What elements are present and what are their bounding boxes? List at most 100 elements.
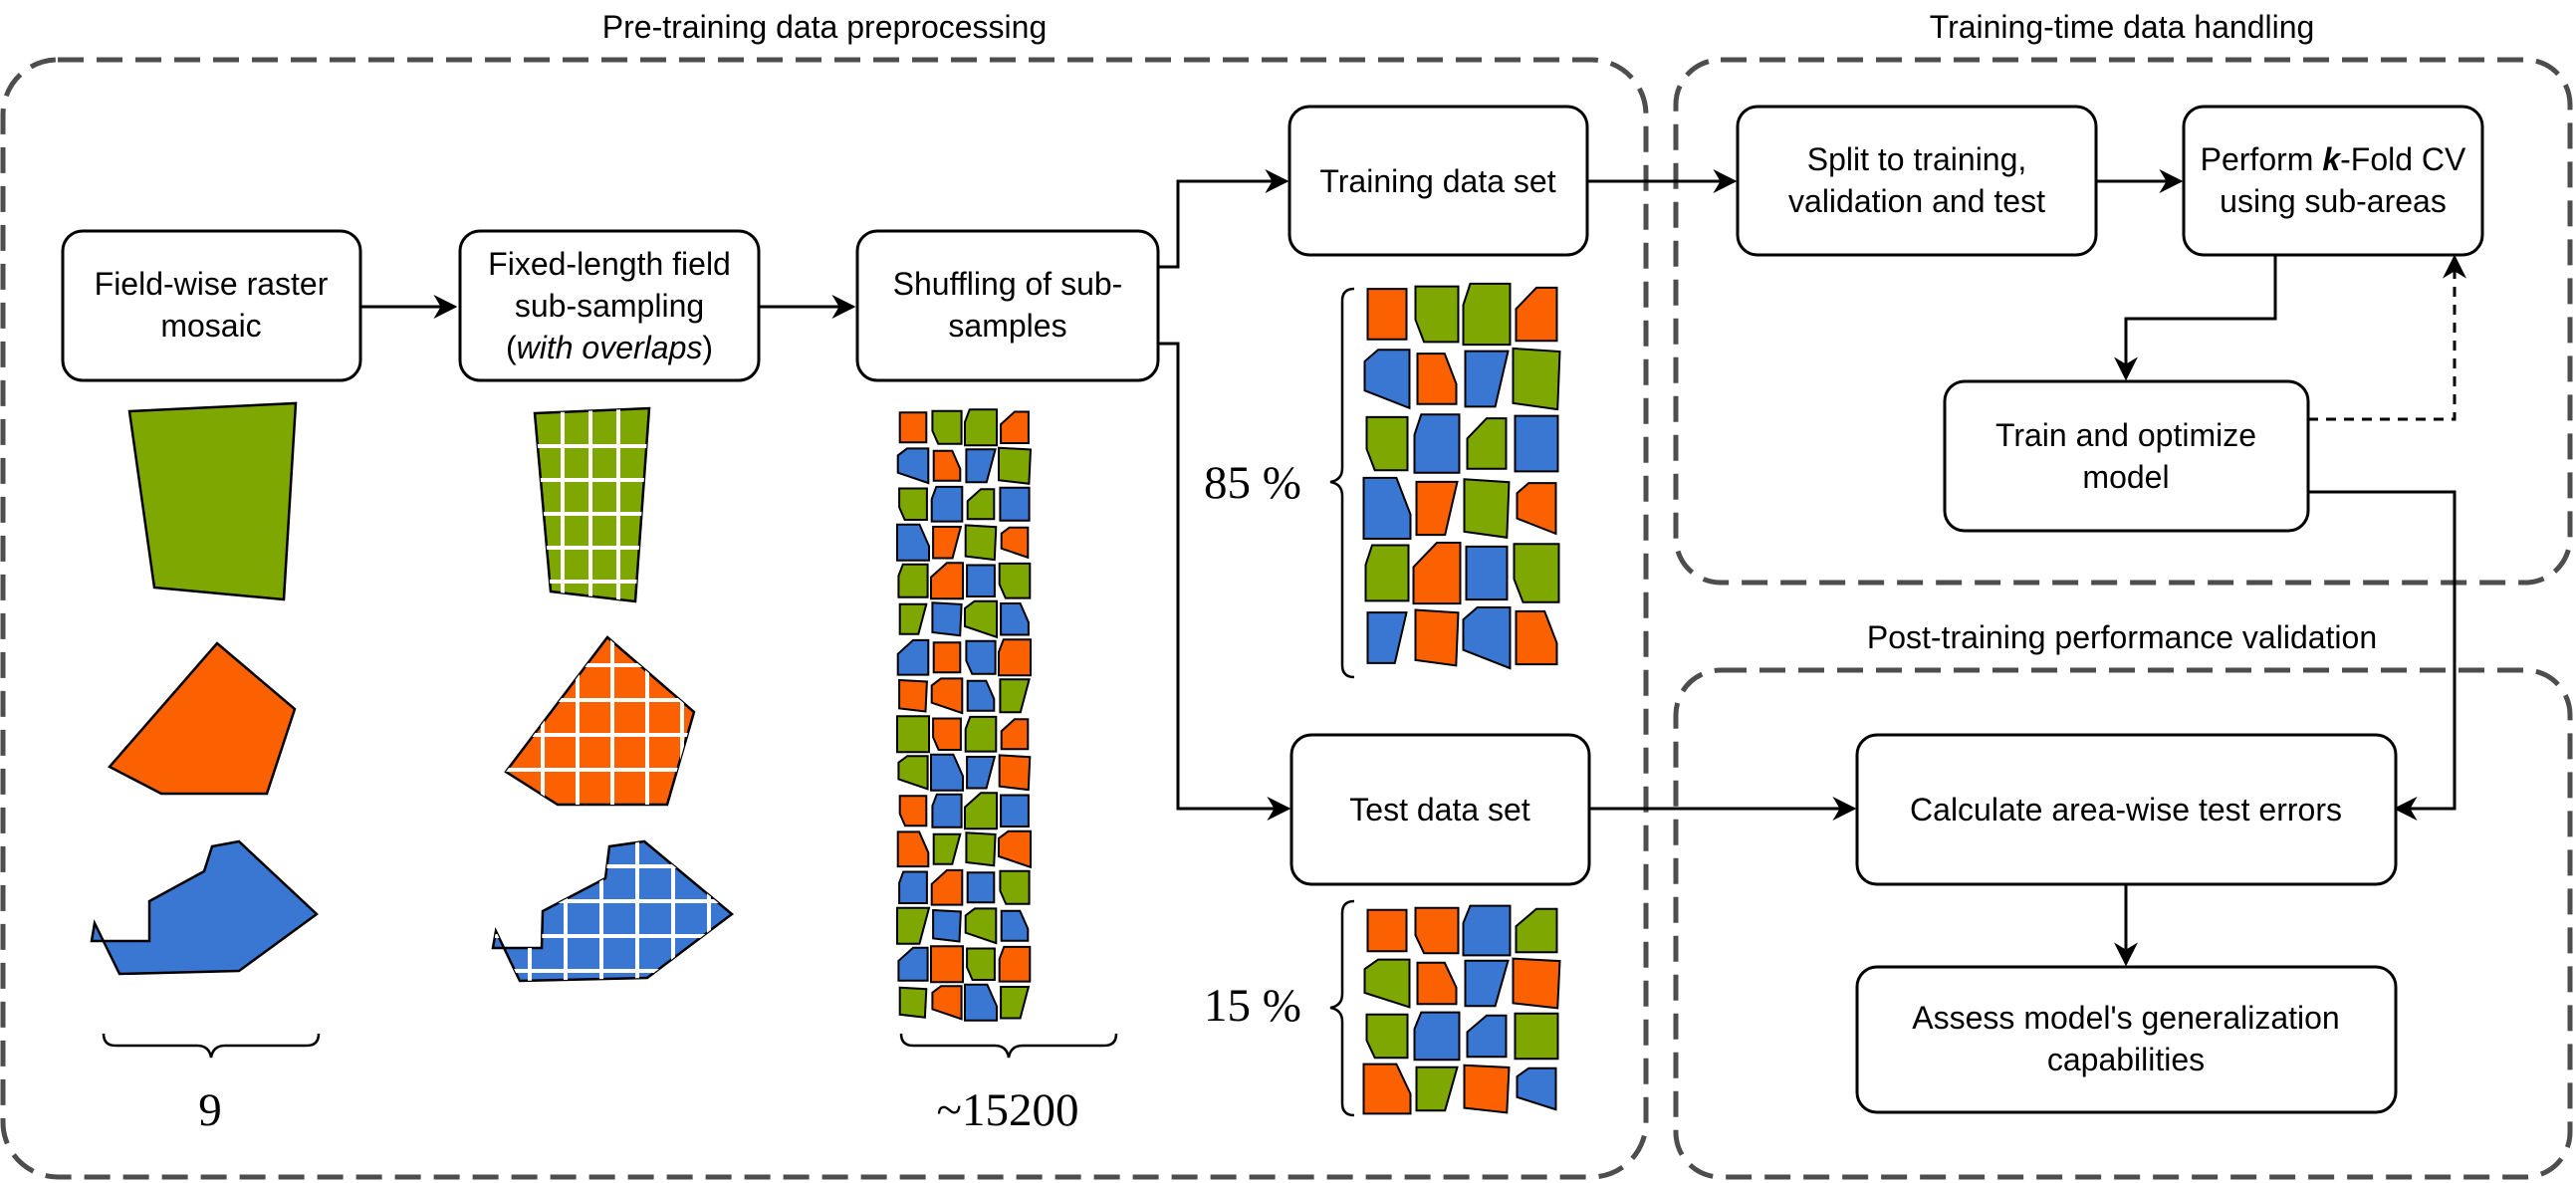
group-training-time-title: Training-time data handling	[1930, 9, 2315, 45]
subsample-tile	[1364, 544, 1410, 602]
subsample-tile	[1362, 476, 1412, 540]
subsample-tile	[1000, 526, 1030, 560]
group-preprocessing	[0, 57, 1649, 1180]
orange-field-shape	[108, 641, 297, 796]
subsample-tile	[1414, 285, 1460, 344]
subsample-tile	[998, 562, 1032, 599]
node-kfold: Perform k-Fold CV using sub-areas	[2182, 105, 2484, 257]
subsample-tile	[1416, 353, 1458, 405]
group-post-training	[1673, 667, 2573, 1180]
subsample-tile	[930, 753, 964, 792]
subsample-tile	[896, 447, 930, 485]
subsample-tile	[966, 564, 996, 597]
subsample-tile	[1516, 482, 1557, 536]
subsample-tile	[1515, 907, 1558, 954]
subsample-tile	[966, 488, 996, 521]
subsample-tile	[1366, 611, 1408, 664]
node-kfold-line1: Perform k-Fold CV	[2201, 141, 2466, 177]
subsample-tile	[896, 906, 931, 945]
test-subsamples-mosaic	[1362, 904, 1561, 1115]
node-split-line2: validation and test	[1788, 183, 2045, 219]
node-shuffle-line1: Shuffling of sub-	[893, 266, 1123, 302]
subsample-tile	[1512, 347, 1561, 411]
subsample-tile	[1512, 957, 1561, 1010]
subsample-tile	[1464, 959, 1510, 1008]
subsample-tile	[931, 601, 963, 637]
shuffled-subsamples-mosaic	[896, 408, 1033, 1022]
subsample-tile	[998, 829, 1032, 869]
subsample-tile	[1464, 350, 1510, 408]
subsample-tile	[1000, 718, 1030, 751]
subsample-count-brace	[899, 1033, 1118, 1059]
node-split-line1: Split to training,	[1807, 141, 2027, 177]
test-pct-label: 15 %	[1204, 980, 1301, 1032]
subsample-tile	[931, 793, 963, 828]
node-shuffle-line2: samples	[948, 308, 1066, 344]
subsample-tile	[898, 411, 928, 444]
green-grid-field	[533, 406, 651, 603]
subsample-tile	[1412, 542, 1462, 605]
subsample-tile	[1466, 1014, 1508, 1059]
blue-field-shape	[90, 839, 319, 976]
node-field-mosaic-line1: Field-wise raster	[95, 266, 329, 302]
fields-count-brace	[102, 1033, 321, 1059]
field-shapes	[90, 401, 319, 976]
subsample-tile	[1414, 608, 1460, 667]
subsample-tile	[964, 983, 998, 1022]
training-subsamples-mosaic	[1362, 282, 1561, 670]
subsample-tile	[897, 563, 929, 598]
subsample-tile	[965, 831, 997, 867]
subsample-tile	[1414, 906, 1460, 955]
subsample-tile	[1000, 602, 1030, 636]
node-field-mosaic-line2: mosaic	[160, 308, 261, 344]
edges	[360, 169, 2466, 967]
subsample-tile	[965, 448, 997, 484]
subsample-tile	[998, 754, 1032, 792]
subsample-tile	[932, 641, 962, 674]
subsample-tile	[931, 409, 963, 445]
subsample-tile	[999, 869, 1031, 905]
fields-count-label: 9	[198, 1084, 222, 1136]
node-test-set-label: Test data set	[1349, 792, 1530, 828]
subsample-tile	[932, 908, 962, 943]
subsample-tile	[1465, 545, 1509, 601]
node-test-set: Test data set	[1289, 733, 1591, 886]
subsample-tile	[1363, 349, 1411, 410]
subsample-tile	[1515, 286, 1558, 343]
subsample-tile	[1466, 417, 1508, 470]
subsample-tile	[964, 599, 998, 639]
subsample-tile	[898, 487, 928, 521]
node-subsampling-line3: (with overlaps)	[506, 330, 713, 365]
subsample-tile	[1413, 1011, 1461, 1062]
node-shuffle: Shuffling of sub- samples	[855, 229, 1160, 382]
subsample-tile	[932, 717, 962, 751]
subsample-tile	[1000, 410, 1030, 444]
blue-grid-field	[491, 839, 735, 983]
subsample-tile	[999, 486, 1031, 522]
subsample-tile	[898, 795, 928, 828]
subsample-tile	[1463, 478, 1511, 539]
node-train: Train and optimize model	[1943, 379, 2310, 533]
node-assess-line2: capabilities	[2047, 1042, 2205, 1077]
subsample-tile	[966, 947, 996, 981]
node-train-line2: model	[2082, 459, 2169, 495]
subsample-tile	[964, 715, 998, 753]
subsample-tile	[966, 756, 997, 790]
subsample-tile	[964, 907, 998, 945]
subsample-tile	[1413, 413, 1461, 474]
subsample-tile	[896, 830, 930, 868]
subsample-tile	[896, 523, 930, 562]
subsample-tile	[1363, 958, 1411, 1009]
subsample-tile	[965, 639, 997, 675]
subsample-tile	[1000, 794, 1030, 828]
subsample-tile	[1365, 1013, 1409, 1060]
subsample-tile	[897, 755, 929, 791]
subsample-tile	[964, 792, 998, 830]
subsample-tile	[1516, 1066, 1557, 1111]
node-training-set: Training data set	[1288, 105, 1589, 257]
subsample-tile	[1514, 1012, 1559, 1061]
node-calc: Calculate area-wise test errors	[1855, 733, 2398, 886]
node-kfold-line2: using sub-areas	[2220, 183, 2447, 219]
node-assess-line1: Assess model's generalization	[1912, 1000, 2339, 1036]
